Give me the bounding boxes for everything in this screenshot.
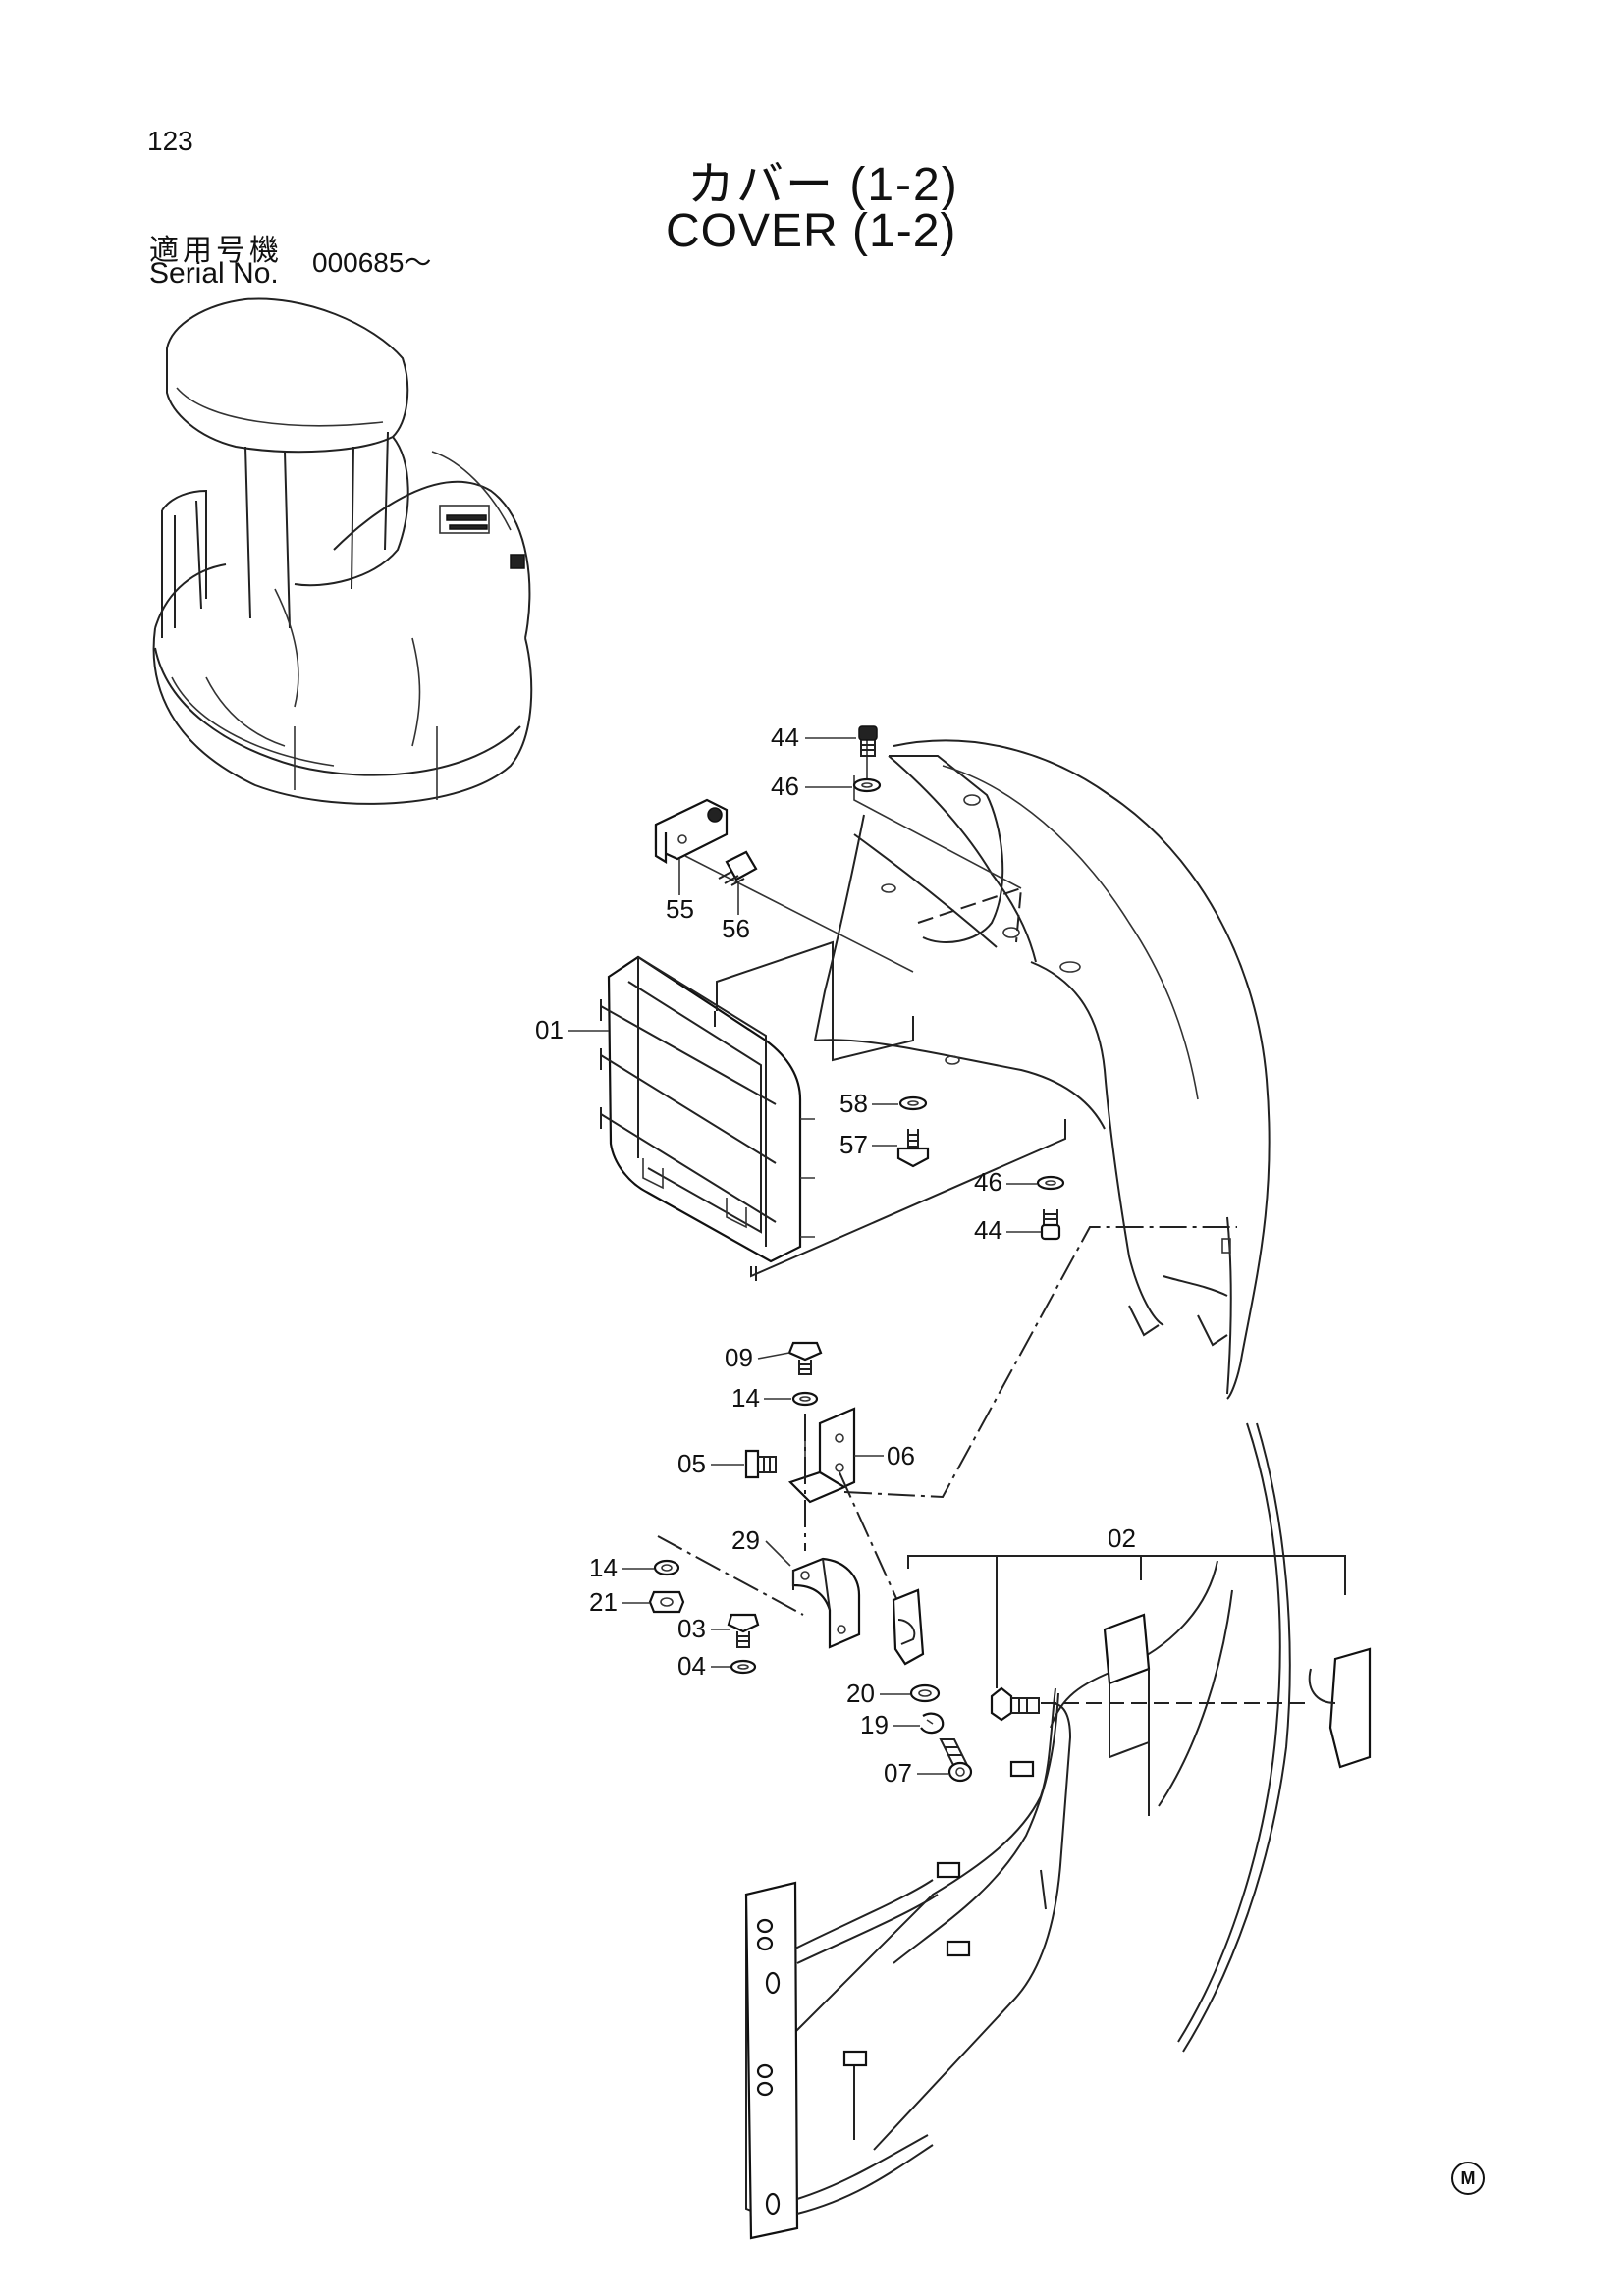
bolt-part-07 [939,1738,973,1783]
washer-part-20 [909,1683,941,1703]
callout-02: 02 [1108,1523,1136,1553]
serial-number-range: 000685～ [312,247,432,278]
bolt-part-44-top [858,725,878,757]
bracket-part-29 [791,1557,861,1649]
svg-text:02: 02 [1108,1523,1136,1553]
svg-text:44: 44 [974,1215,1002,1245]
svg-text:01: 01 [535,1015,564,1044]
svg-text:20: 20 [846,1679,875,1708]
bolt-part-57 [896,1129,930,1168]
svg-text:21: 21 [589,1587,618,1617]
callout-44-top: 44 [771,722,856,752]
bolt-part-03 [727,1613,760,1648]
washer-part-46-top [852,777,882,793]
svg-text:58: 58 [839,1089,868,1118]
page-title-japanese: カバー (1-2) [687,159,959,211]
bolt-part-44-right [1040,1209,1061,1241]
callout-19: 19 [860,1710,920,1739]
grille-part-01 [600,955,815,1263]
page-title: COVER (1-2) [666,205,957,257]
callout-06: 06 [854,1441,915,1470]
svg-text:55: 55 [666,894,694,924]
callout-04: 04 [677,1651,730,1681]
cover-panel-outline [814,739,1271,1400]
serial-label-japanese: 適用号機 [149,235,283,267]
callout-21: 21 [589,1587,650,1617]
svg-text:06: 06 [887,1441,915,1470]
svg-text:07: 07 [884,1758,912,1788]
svg-text:14: 14 [589,1553,618,1582]
nut-part-21 [648,1590,685,1614]
bolt-part-05 [744,1449,777,1479]
callout-14-upper: 14 [731,1383,791,1413]
svg-text:03: 03 [677,1614,706,1643]
svg-text:44: 44 [771,722,799,752]
washer-part-04 [730,1659,757,1675]
callout-57: 57 [839,1130,897,1159]
callout-29: 29 [731,1525,791,1567]
bracket-part-55 [654,798,729,864]
callout-44-right: 44 [974,1215,1041,1245]
svg-text:29: 29 [731,1525,760,1555]
bracket-part-06 [787,1407,856,1504]
svg-text:04: 04 [677,1651,706,1681]
svg-text:05: 05 [677,1449,706,1478]
callout-58: 58 [839,1089,898,1118]
svg-text:14: 14 [731,1383,760,1413]
callout-09: 09 [725,1343,790,1372]
callout-46-right: 46 [974,1167,1037,1197]
callout-14-lower: 14 [589,1553,654,1582]
callout-56: 56 [722,883,750,943]
callout-20: 20 [846,1679,910,1708]
lower-cover-outline [1050,1422,1291,2053]
svg-text:09: 09 [725,1343,753,1372]
callout-01: 01 [535,1015,609,1044]
svg-text:57: 57 [839,1130,868,1159]
svg-text:46: 46 [771,772,799,801]
page-number: 123 [147,126,193,156]
washer-part-46-right [1036,1175,1065,1191]
callout-46-top: 46 [771,772,852,801]
svg-text:19: 19 [860,1710,889,1739]
copyright-mark: M [1451,2162,1485,2195]
bolt-part-56 [718,850,758,886]
callout-55: 55 [666,859,694,924]
washer-part-58 [898,1095,928,1111]
handrail-frame [744,1687,1072,2240]
lock-assembly-part-02 [892,1555,1372,1816]
callout-03: 03 [677,1614,730,1643]
washer-part-14-lower [653,1559,680,1576]
callout-07: 07 [884,1758,948,1788]
bolt-part-09 [787,1341,823,1375]
serial-label: Serial No. [149,257,279,290]
machine-overview-illustration [152,297,533,805]
washer-part-14-upper [791,1391,819,1407]
callout-05: 05 [677,1449,744,1478]
lock-washer-part-19 [920,1712,945,1735]
svg-text:46: 46 [974,1167,1002,1197]
svg-text:56: 56 [722,914,750,943]
